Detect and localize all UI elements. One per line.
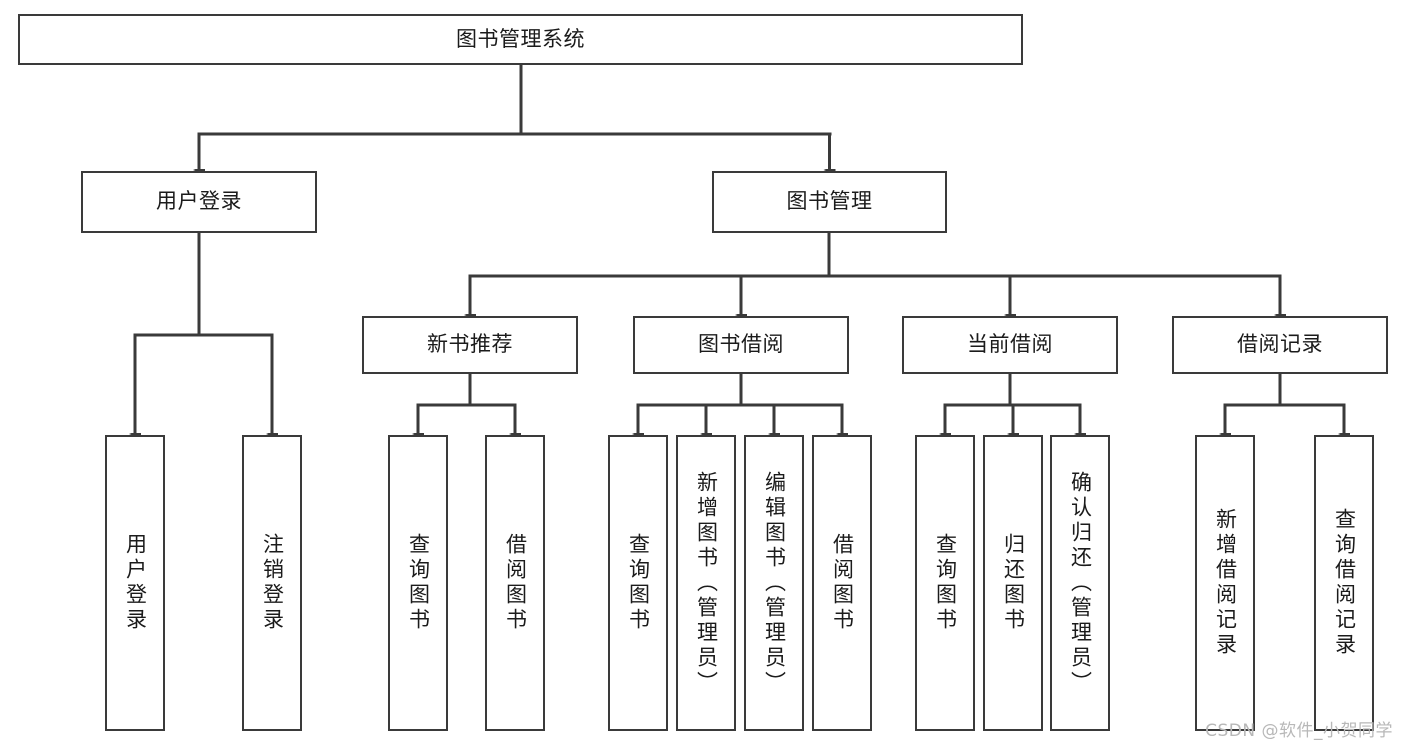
leaf-add-book[interactable]: 新增图书（管理员） xyxy=(676,435,736,731)
node-book-borrow-label: 图书借阅 xyxy=(698,332,784,357)
leaf-user-login[interactable]: 用户登录 xyxy=(105,435,165,731)
leaf-query-book-3-label: 查询图书 xyxy=(933,533,958,633)
node-book-manage[interactable]: 图书管理 xyxy=(712,171,947,233)
leaf-query-book-2-label: 查询图书 xyxy=(626,533,651,633)
leaf-edit-book[interactable]: 编辑图书（管理员） xyxy=(744,435,804,731)
leaf-query-record[interactable]: 查询借阅记录 xyxy=(1314,435,1374,731)
node-user-login[interactable]: 用户登录 xyxy=(81,171,317,233)
node-borrow-record-label: 借阅记录 xyxy=(1237,332,1323,357)
leaf-query-book-1-label: 查询图书 xyxy=(406,533,431,633)
node-user-login-label: 用户登录 xyxy=(156,189,242,214)
node-new-book-recommend-label: 新书推荐 xyxy=(427,332,513,357)
leaf-query-record-label: 查询借阅记录 xyxy=(1332,508,1357,658)
leaf-query-book-3[interactable]: 查询图书 xyxy=(915,435,975,731)
leaf-edit-book-label: 编辑图书（管理员） xyxy=(762,470,787,696)
leaf-borrow-book-2-label: 借阅图书 xyxy=(830,533,855,633)
node-root[interactable]: 图书管理系统 xyxy=(18,14,1023,65)
node-current-borrow[interactable]: 当前借阅 xyxy=(902,316,1118,374)
node-borrow-record[interactable]: 借阅记录 xyxy=(1172,316,1388,374)
leaf-query-book-2[interactable]: 查询图书 xyxy=(608,435,668,731)
node-root-label: 图书管理系统 xyxy=(456,26,585,51)
leaf-add-record[interactable]: 新增借阅记录 xyxy=(1195,435,1255,731)
node-new-book-recommend[interactable]: 新书推荐 xyxy=(362,316,578,374)
leaf-confirm-return[interactable]: 确认归还（管理员） xyxy=(1050,435,1110,731)
leaf-return-book-label: 归还图书 xyxy=(1001,533,1026,633)
leaf-borrow-book-1-label: 借阅图书 xyxy=(503,533,528,633)
leaf-return-book[interactable]: 归还图书 xyxy=(983,435,1043,731)
leaf-add-book-label: 新增图书（管理员） xyxy=(694,470,719,696)
leaf-confirm-return-label: 确认归还（管理员） xyxy=(1068,470,1093,696)
node-book-manage-label: 图书管理 xyxy=(786,189,873,214)
leaf-user-logout-label: 注销登录 xyxy=(260,533,285,633)
leaf-borrow-book-1[interactable]: 借阅图书 xyxy=(485,435,545,731)
leaf-user-login-label: 用户登录 xyxy=(123,533,148,633)
leaf-user-logout[interactable]: 注销登录 xyxy=(242,435,302,731)
node-book-borrow[interactable]: 图书借阅 xyxy=(633,316,849,374)
leaf-borrow-book-2[interactable]: 借阅图书 xyxy=(812,435,872,731)
leaf-query-book-1[interactable]: 查询图书 xyxy=(388,435,448,731)
node-current-borrow-label: 当前借阅 xyxy=(967,332,1053,357)
leaf-add-record-label: 新增借阅记录 xyxy=(1213,508,1238,658)
